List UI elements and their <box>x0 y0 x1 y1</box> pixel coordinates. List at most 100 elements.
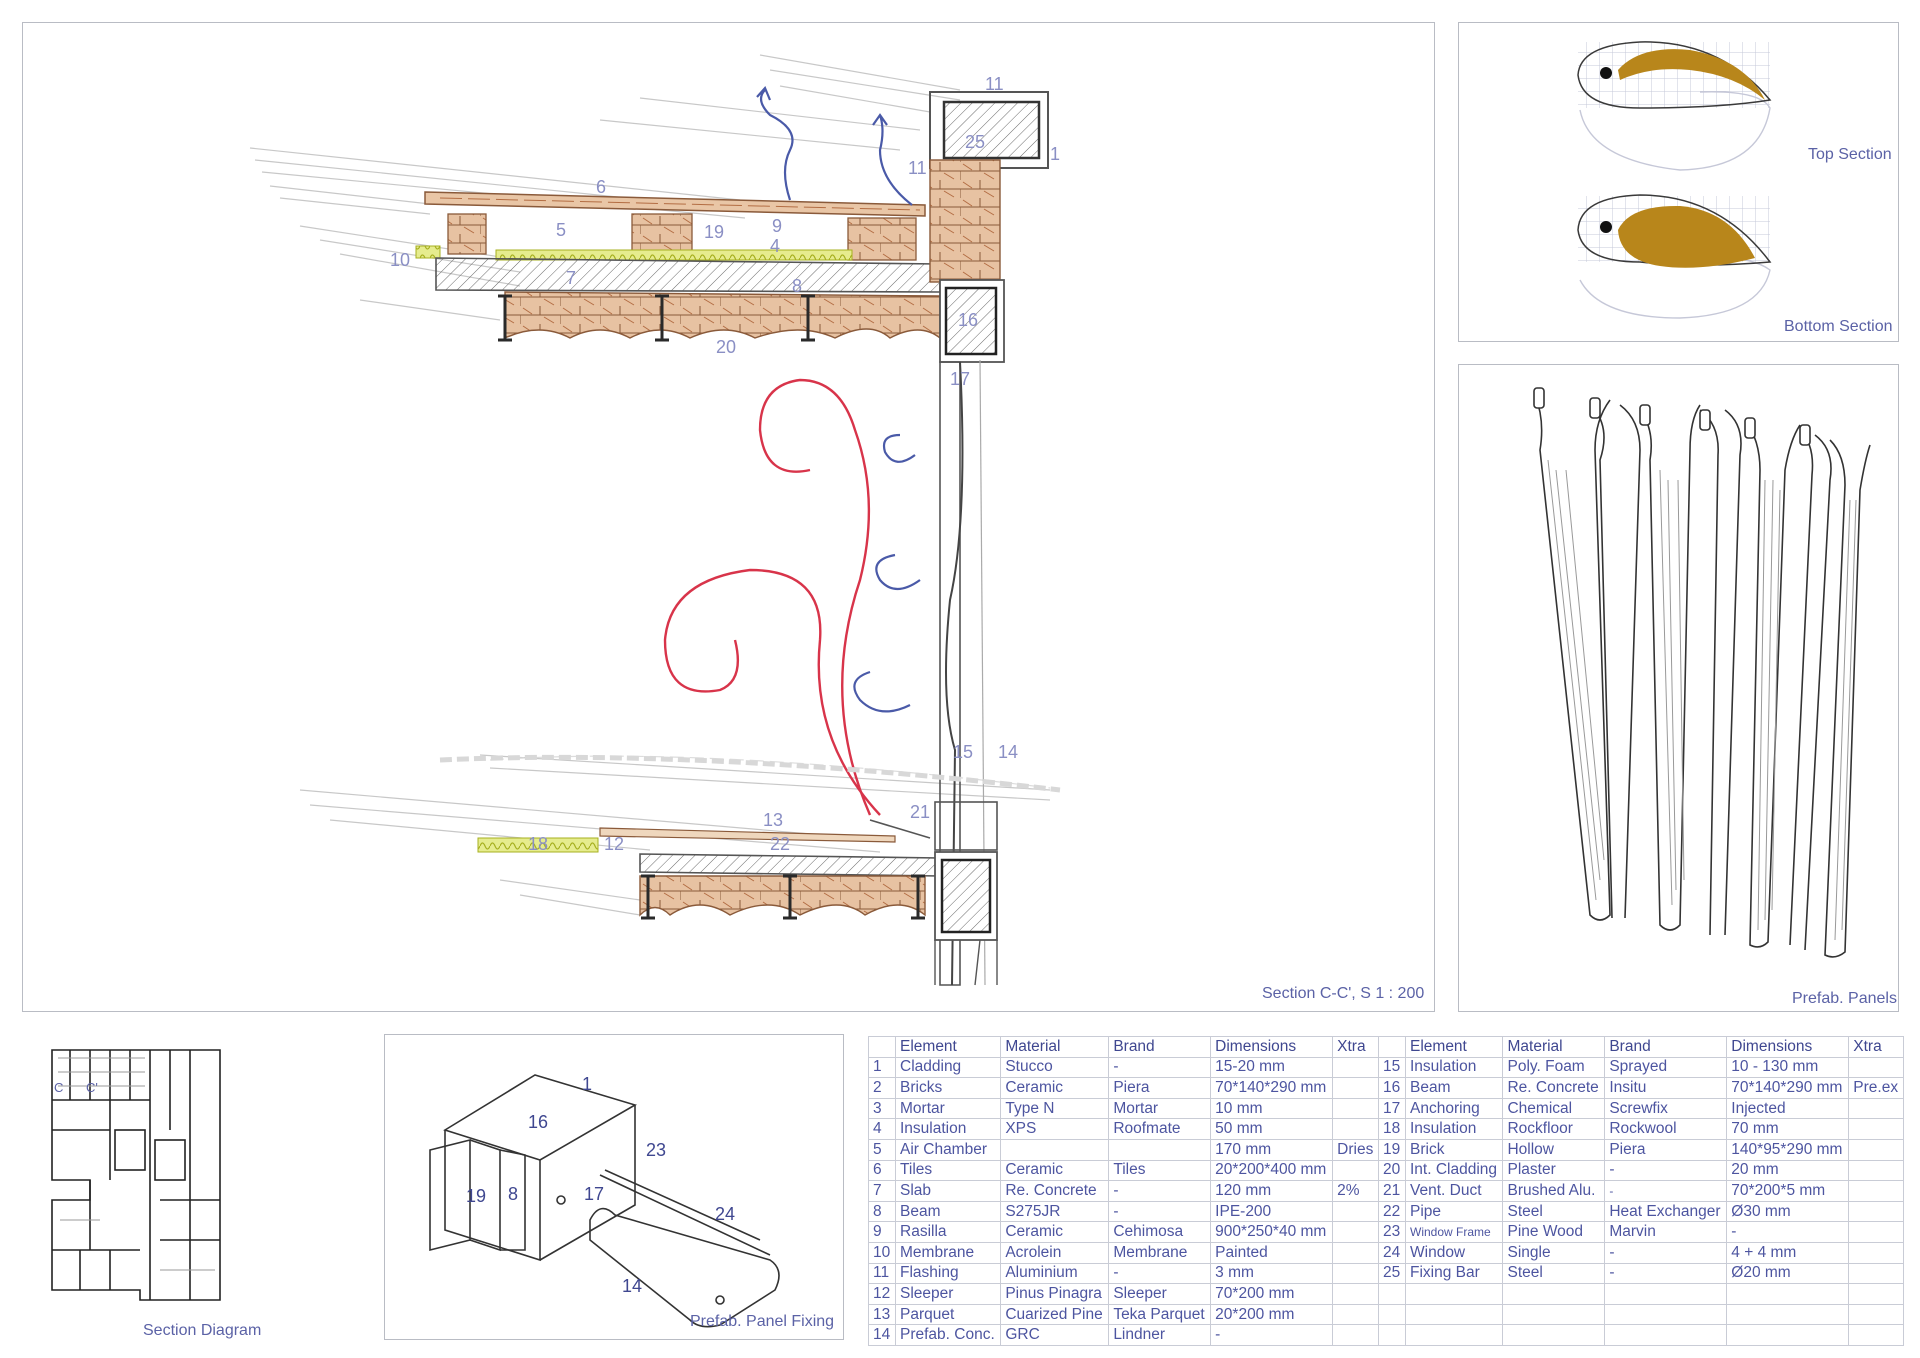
table-cell-brand <box>1604 1303 1728 1326</box>
table-cell-dim: 140*95*290 mm <box>1726 1138 1850 1161</box>
table-cell-brand: Heat Exchanger <box>1604 1200 1728 1223</box>
table-cell-element: Air Chamber <box>894 1138 1002 1161</box>
table-cell-xtra <box>1332 1077 1379 1099</box>
table-cell-xtra <box>1332 1200 1379 1223</box>
roof-tiles <box>424 191 926 217</box>
section-label: 19 <box>704 222 724 242</box>
section-label: 10 <box>390 250 410 270</box>
table-cell-material: Pinus Pinagra <box>1000 1283 1110 1305</box>
table-cell-element: Int. Cladding <box>1404 1159 1504 1182</box>
table-cell-material: Re. Concrete <box>1502 1077 1606 1099</box>
table-cell-element: Window <box>1404 1241 1504 1264</box>
table-cell-n: 11 <box>868 1262 896 1285</box>
table-cell-n: 22 <box>1378 1200 1406 1223</box>
table-cell-element: Flashing <box>894 1262 1002 1285</box>
table-cell-material: Ceramic <box>1000 1159 1110 1182</box>
table-cell-brand: - <box>1108 1200 1212 1223</box>
table-cell-brand: Sprayed <box>1604 1056 1728 1079</box>
table-cell-element: Beam <box>1404 1077 1504 1099</box>
table-cell-n: 9 <box>868 1221 896 1243</box>
table-cell-element: Mortar <box>894 1097 1002 1120</box>
table-cell-material: Cuarized Pine <box>1000 1303 1110 1326</box>
table-cell-xtra <box>1848 1324 1904 1346</box>
edge-beam-lower-inner <box>940 858 992 934</box>
table-cell-material: Hollow <box>1502 1138 1606 1161</box>
table-cell-brand: Insitu <box>1604 1077 1728 1099</box>
air-chamber-bricks <box>447 213 917 261</box>
table-cell-n: 23 <box>1378 1221 1406 1243</box>
section-label: 11 <box>908 158 927 178</box>
floor-insulation <box>477 837 599 853</box>
section-label: 8 <box>792 276 802 296</box>
table-cell-element: Anchoring <box>1404 1097 1504 1120</box>
table-cell-material: Pine Wood <box>1502 1221 1606 1243</box>
table-cell-element: Sleeper <box>894 1283 1002 1305</box>
section-label-group: 1 4 5 6 7 8 9 10 11 11 12 13 14 15 16 17… <box>390 74 1060 854</box>
top-section-caption: Top Section <box>1808 146 1892 163</box>
table-cell-element: Tiles <box>894 1159 1002 1182</box>
vent-line <box>869 819 931 839</box>
table-cell-material: Acrolein <box>1000 1241 1110 1264</box>
cool-air-flow <box>756 85 921 713</box>
section-label: 15 <box>953 742 973 762</box>
table-cell-xtra <box>1848 1241 1904 1264</box>
table-cell-element: Bricks <box>894 1077 1002 1099</box>
table-cell-brand: Membrane <box>1108 1241 1212 1264</box>
table-cell-brand: Cehimosa <box>1108 1221 1212 1243</box>
table-cell-dim <box>1726 1283 1850 1305</box>
table-cell-brand: - <box>1604 1159 1728 1182</box>
table-cell-element: Insulation <box>1404 1056 1504 1079</box>
section-label: 12 <box>604 834 624 854</box>
table-cell-element: Parquet <box>894 1303 1002 1326</box>
table-cell-xtra <box>1332 1118 1379 1140</box>
table-cell-xtra <box>1332 1241 1379 1264</box>
table-cell-dim: 70*200*5 mm <box>1726 1180 1850 1202</box>
table-cell-n: 21 <box>1378 1180 1406 1202</box>
table-cell-brand: - <box>1604 1180 1728 1202</box>
panel-fixing-caption: Prefab. Panel Fixing <box>690 1313 835 1330</box>
section-label: 4 <box>770 236 780 256</box>
table-cell-material: Aluminium <box>1000 1262 1110 1285</box>
table-cell-xtra: Pre.ex <box>1848 1077 1904 1099</box>
table-cell-material: Single <box>1502 1241 1606 1264</box>
section-label: 17 <box>950 369 970 389</box>
table-cell-dim: 170 mm <box>1210 1138 1334 1161</box>
table-cell-n: 6 <box>868 1159 896 1182</box>
table-cell-element: Pipe <box>1404 1200 1504 1223</box>
bottom-section-caption: Bottom Section <box>1784 318 1893 335</box>
parapet-beam <box>942 100 1041 160</box>
section-label: 6 <box>596 177 606 197</box>
lower-slab <box>639 853 941 877</box>
ipe-beams-upper <box>498 294 815 342</box>
table-cell-element: Cladding <box>894 1056 1002 1079</box>
table-cell-brand: Roofmate <box>1108 1118 1212 1140</box>
table-cell-material <box>1502 1303 1606 1326</box>
table-cell-material <box>1502 1324 1606 1346</box>
table-cell-n: 3 <box>868 1097 896 1120</box>
table-cell-brand: - <box>1108 1180 1212 1202</box>
table-cell-n: 18 <box>1378 1118 1406 1140</box>
table-cell-dim <box>1726 1324 1850 1346</box>
table-cell-material <box>1000 1138 1110 1161</box>
table-cell-dim: Ø20 mm <box>1726 1262 1850 1285</box>
membrane-end <box>415 245 441 259</box>
table-cell-brand: Marvin <box>1604 1221 1728 1243</box>
table-header-row: Element Material Brand Dimensions Xtra E… <box>868 1036 1904 1058</box>
main-section-caption: Section C-C', S 1 : 200 <box>1262 985 1425 1002</box>
table-cell-n: 8 <box>868 1200 896 1223</box>
table-cell-brand: - <box>1604 1241 1728 1264</box>
section-label: 20 <box>716 337 736 357</box>
table-cell-n: 7 <box>868 1180 896 1202</box>
table-cell-n: 20 <box>1378 1159 1406 1182</box>
table-cell-xtra <box>1332 1283 1379 1305</box>
lower-vault <box>639 875 926 917</box>
table-cell-n <box>1378 1324 1406 1346</box>
main-section-panel <box>22 22 1435 1012</box>
section-label: 7 <box>566 268 576 288</box>
table-cell-xtra <box>1848 1118 1904 1140</box>
table-cell-dim: Painted <box>1210 1241 1334 1264</box>
table-cell-element: Vent. Duct <box>1404 1180 1504 1202</box>
